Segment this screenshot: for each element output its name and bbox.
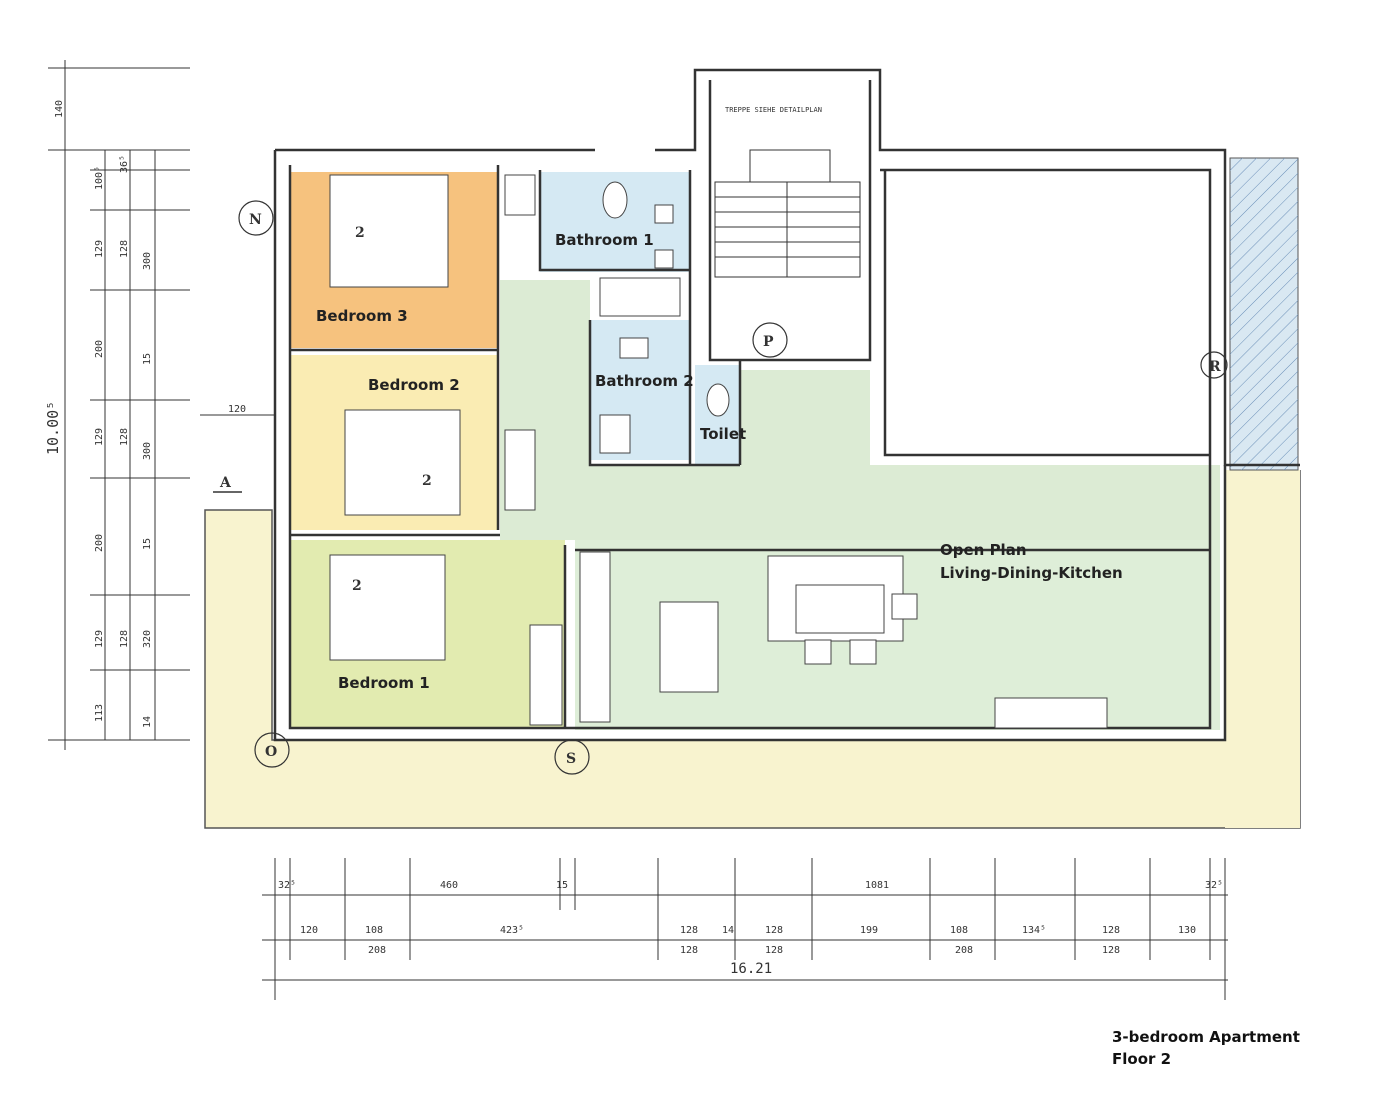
bed-number-2: 2	[422, 473, 432, 489]
living-label-line1: Open Plan	[940, 541, 1027, 559]
dim-b2-1: 108	[365, 925, 383, 936]
dim-b1-0: 32⁵	[278, 880, 296, 891]
dim-b2-0: 120	[300, 925, 318, 936]
dim-col2-2: 15	[142, 353, 153, 365]
dim-col3-2: 320	[142, 630, 153, 648]
dim-b3-0: 208	[368, 945, 386, 956]
north-marker: N	[249, 212, 262, 228]
toilet-label: Toilet	[700, 425, 746, 443]
dim-col3-0: 300	[142, 252, 153, 270]
dim-b1-1: 460	[440, 880, 458, 891]
furniture	[329, 174, 1108, 729]
caption-line2: Floor 2	[1112, 1050, 1172, 1068]
living-label-line2: Living-Dining-Kitchen	[940, 564, 1123, 582]
dim-left-outer-1: 10.00⁵	[44, 401, 62, 455]
dim-b2-10: 130	[1178, 925, 1196, 936]
bathroom1-label: Bathroom 1	[555, 231, 654, 249]
dim-b2-2: 423⁵	[500, 925, 524, 936]
bedroom3-label: Bedroom 3	[316, 307, 408, 325]
plan-caption: 3-bedroom Apartment Floor 2	[1112, 1026, 1300, 1070]
bathroom2-label: Bathroom 2	[595, 372, 694, 390]
dim-col1-6: 113	[94, 704, 105, 722]
walls	[273, 68, 1300, 742]
p-marker: P	[763, 334, 774, 350]
bed-number-1: 2	[352, 578, 362, 594]
dim-col3-1: 300	[142, 442, 153, 460]
bedroom1-label: Bedroom 1	[338, 674, 430, 692]
bed-number-3: 2	[355, 225, 365, 241]
dim-total: 16.21	[730, 961, 772, 977]
dim-col2-5: 128	[119, 630, 130, 648]
dim-b2-9: 128	[1102, 925, 1120, 936]
dim-col2-6: 14	[142, 716, 153, 728]
dim-b2-7: 108	[950, 925, 968, 936]
dim-col2-0: 36⁵	[119, 155, 130, 173]
dim-b3-2: 128	[765, 945, 783, 956]
dim-b2-3: 128	[680, 925, 698, 936]
dim-left-outer-0: 140	[54, 100, 65, 118]
dim-col1-2: 200	[94, 340, 105, 358]
dim-b2-4: 14	[722, 925, 734, 936]
caption-line1: 3-bedroom Apartment	[1112, 1028, 1300, 1046]
dim-side: 120	[228, 404, 246, 415]
dim-col1-3: 129	[94, 428, 105, 446]
dim-col2-4: 15	[142, 538, 153, 550]
o-marker: O	[265, 744, 277, 760]
section-marker: A	[219, 475, 232, 491]
stair-note: TREPPE SIEHE DETAILPLAN	[725, 106, 822, 114]
stairs	[714, 149, 861, 278]
dim-col1-5: 129	[94, 630, 105, 648]
markers	[238, 200, 1228, 775]
dim-b1-3: 1081	[865, 880, 889, 891]
dim-b3-4: 128	[1102, 945, 1120, 956]
dim-col2-3: 128	[119, 428, 130, 446]
s-marker: S	[566, 751, 576, 767]
dim-col2-1: 128	[119, 240, 130, 258]
dim-col1-4: 200	[94, 534, 105, 552]
dim-b3-3: 208	[955, 945, 973, 956]
left-dimension-lines	[48, 60, 275, 750]
dim-b2-8: 134⁵	[1022, 925, 1046, 936]
bedroom2-label: Bedroom 2	[368, 376, 460, 394]
dim-b3-1: 128	[680, 945, 698, 956]
dim-b2-6: 199	[860, 925, 878, 936]
terrace-right-strip	[1225, 470, 1300, 828]
r-marker: R	[1209, 359, 1221, 375]
bottom-dimension-lines	[262, 858, 1228, 1000]
dim-b1-2: 15	[556, 880, 568, 891]
dim-col1-0: 100⁵	[94, 166, 105, 190]
dim-col1-1: 129	[94, 240, 105, 258]
dim-b1-4: 32⁵	[1205, 880, 1223, 891]
dim-b2-5: 128	[765, 925, 783, 936]
hallway-area	[500, 280, 1220, 540]
